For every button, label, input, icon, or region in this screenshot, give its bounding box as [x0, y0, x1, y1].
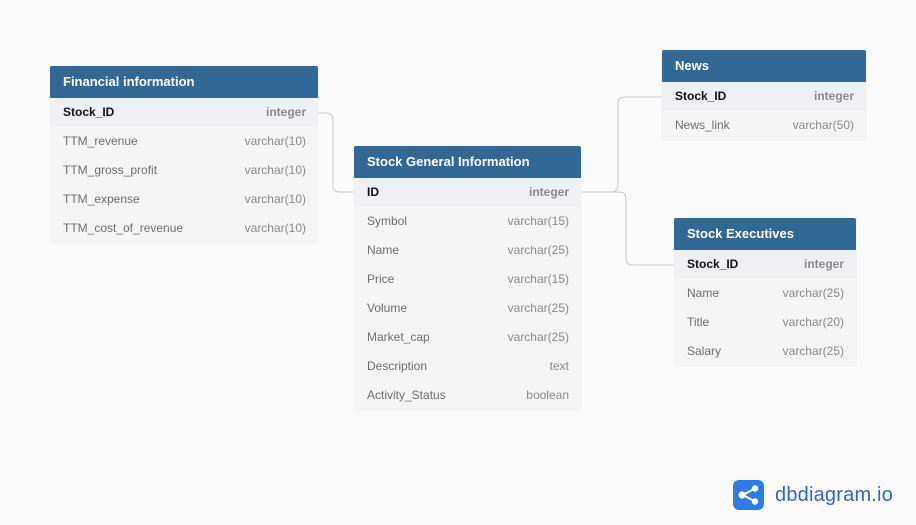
- field-row[interactable]: Name varchar(25): [354, 236, 581, 265]
- field-name: Price: [367, 272, 395, 286]
- field-name: Stock_ID: [687, 257, 739, 271]
- field-row[interactable]: News_link varchar(50): [662, 111, 866, 140]
- field-name: Volume: [367, 301, 408, 315]
- field-type: varchar(25): [782, 344, 844, 358]
- field-name: TTM_revenue: [63, 134, 138, 148]
- field-type: text: [549, 359, 569, 373]
- field-row[interactable]: Price varchar(15): [354, 265, 581, 294]
- field-row[interactable]: Market_cap varchar(25): [354, 323, 581, 352]
- field-type: varchar(20): [782, 315, 844, 329]
- field-name: TTM_gross_profit: [63, 163, 158, 177]
- field-name: Salary: [687, 344, 722, 358]
- table-stock-general-information[interactable]: Stock General Information ID integer Sym…: [354, 146, 581, 410]
- field-row[interactable]: Title varchar(20): [674, 308, 856, 337]
- field-type: integer: [265, 105, 306, 119]
- dbdiagram-logo[interactable]: dbdiagram.io: [733, 480, 893, 510]
- table-title[interactable]: Stock Executives: [674, 218, 856, 250]
- field-type: varchar(25): [782, 286, 844, 300]
- field-type: varchar(10): [244, 221, 306, 235]
- table-news[interactable]: News Stock_ID integer News_link varchar(…: [662, 50, 866, 140]
- table-stock-executives[interactable]: Stock Executives Stock_ID integer Name v…: [674, 218, 856, 366]
- table-title[interactable]: News: [662, 50, 866, 82]
- field-name: Market_cap: [367, 330, 430, 344]
- field-name: TTM_cost_of_revenue: [63, 221, 184, 235]
- field-name: Description: [367, 359, 428, 373]
- field-row[interactable]: Stock_ID integer: [50, 98, 318, 127]
- share-nodes-icon: [733, 480, 764, 510]
- field-row[interactable]: Activity_Status boolean: [354, 381, 581, 410]
- field-type: varchar(10): [244, 192, 306, 206]
- field-type: varchar(25): [507, 330, 569, 344]
- field-type: integer: [803, 257, 844, 271]
- field-name: Stock_ID: [675, 89, 727, 103]
- field-row[interactable]: Symbol varchar(15): [354, 207, 581, 236]
- field-type: varchar(10): [244, 134, 306, 148]
- field-row[interactable]: TTM_revenue varchar(10): [50, 127, 318, 156]
- field-row[interactable]: TTM_gross_profit varchar(10): [50, 156, 318, 185]
- field-type: boolean: [526, 388, 569, 402]
- field-name: Name: [367, 243, 400, 257]
- field-name: Symbol: [367, 214, 408, 228]
- field-row[interactable]: TTM_cost_of_revenue varchar(10): [50, 214, 318, 243]
- relationship-line-financial-general[interactable]: [318, 112, 354, 193]
- field-type: varchar(50): [792, 118, 854, 132]
- field-name: Name: [687, 286, 720, 300]
- logo-text: dbdiagram.io: [775, 483, 894, 506]
- table-title[interactable]: Stock General Information: [354, 146, 581, 178]
- field-row[interactable]: Volume varchar(25): [354, 294, 581, 323]
- field-type: varchar(15): [507, 214, 569, 228]
- field-name: TTM_expense: [63, 192, 140, 206]
- field-name: ID: [367, 185, 379, 199]
- field-row[interactable]: Name varchar(25): [674, 279, 856, 308]
- relationship-line-general-executives[interactable]: [581, 191, 674, 266]
- field-name: Stock_ID: [63, 105, 115, 119]
- field-type: varchar(25): [507, 243, 569, 257]
- field-type: integer: [528, 185, 569, 199]
- field-name: News_link: [675, 118, 730, 132]
- field-type: varchar(10): [244, 163, 306, 177]
- field-row[interactable]: TTM_expense varchar(10): [50, 185, 318, 214]
- field-row[interactable]: ID integer: [354, 178, 581, 207]
- field-row[interactable]: Description text: [354, 352, 581, 381]
- field-row[interactable]: Salary varchar(25): [674, 337, 856, 366]
- field-row[interactable]: Stock_ID integer: [662, 82, 866, 111]
- field-type: integer: [813, 89, 854, 103]
- field-row[interactable]: Stock_ID integer: [674, 250, 856, 279]
- table-financial-information[interactable]: Financial information Stock_ID integer T…: [50, 66, 318, 243]
- field-name: Title: [687, 315, 710, 329]
- field-name: Activity_Status: [367, 388, 446, 402]
- field-type: varchar(15): [507, 272, 569, 286]
- relationship-line-general-news[interactable]: [581, 96, 662, 193]
- field-type: varchar(25): [507, 301, 569, 315]
- table-title[interactable]: Financial information: [50, 66, 318, 98]
